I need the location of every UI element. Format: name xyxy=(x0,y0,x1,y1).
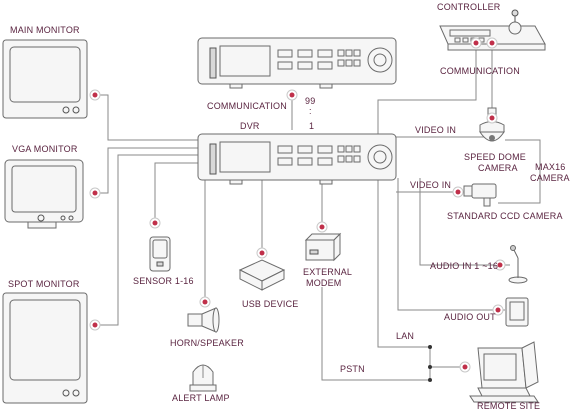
label-spot-monitor: SPOT MONITOR xyxy=(8,279,80,289)
connector-horn xyxy=(199,296,211,308)
label-vga-monitor: VGA MONITOR xyxy=(12,144,78,154)
label-usb-device: USB DEVICE xyxy=(242,299,299,309)
dvr-top-icon xyxy=(197,37,397,89)
connector-dots xyxy=(89,37,506,373)
microphone-icon xyxy=(508,245,528,284)
label-lan: LAN xyxy=(396,331,414,341)
junction-dots xyxy=(428,345,432,382)
label-communication-dvr: COMMUNICATION xyxy=(207,101,287,111)
connector-usb xyxy=(256,247,268,259)
controller-icon xyxy=(439,9,546,51)
label-horn-speaker: HORN/SPEAKER xyxy=(170,338,244,348)
label-max16-2: CAMERA xyxy=(530,173,570,183)
speaker-icon xyxy=(505,297,529,327)
sensor-icon xyxy=(149,236,171,272)
label-sensor: SENSOR 1-16 xyxy=(133,276,194,286)
label-controller: CONTROLLER xyxy=(437,2,501,12)
label-external-2: MODEM xyxy=(306,278,342,288)
connector-audio-out xyxy=(492,304,504,316)
horn-speaker-icon xyxy=(187,307,220,333)
alert-lamp-icon xyxy=(189,364,217,392)
external-modem-icon xyxy=(304,232,342,262)
label-count-1: 1 xyxy=(309,121,314,131)
connector-audio-in xyxy=(494,259,506,271)
connector-main-monitor xyxy=(89,89,101,101)
label-speed-dome-1: SPEED DOME xyxy=(464,152,526,162)
usb-device-icon xyxy=(238,259,286,291)
label-dvr: DVR xyxy=(240,121,260,131)
speed-dome-camera-icon xyxy=(479,107,505,142)
dvr-main-icon xyxy=(197,133,397,185)
connector-controller-2 xyxy=(486,37,498,49)
connector-remote-site xyxy=(459,361,471,373)
label-video-in-2: VIDEO IN xyxy=(410,180,451,190)
connector-sensor xyxy=(149,217,161,229)
label-external-1: EXTERNAL xyxy=(303,267,352,277)
spot-monitor-icon xyxy=(2,292,88,404)
connector-vga-monitor xyxy=(89,187,101,199)
label-audio-in: AUDIO IN 1 ~16 xyxy=(430,261,498,271)
remote-site-computer-icon xyxy=(469,341,539,403)
label-speed-dome-2: CAMERA xyxy=(478,163,518,173)
connector-spot-monitor xyxy=(89,319,101,331)
connection-lines xyxy=(95,43,541,381)
main-monitor-icon xyxy=(2,39,88,119)
label-communication-top: COMMUNICATION xyxy=(440,66,520,76)
label-count-dots: : xyxy=(309,106,312,116)
label-count-99: 99 xyxy=(305,96,315,106)
label-alert-lamp: ALERT LAMP xyxy=(172,393,230,403)
connector-dome xyxy=(486,112,498,124)
connector-communication xyxy=(286,89,298,101)
connector-controller xyxy=(470,37,482,49)
connector-modem xyxy=(316,221,328,233)
ccd-camera-icon xyxy=(463,183,497,207)
vga-monitor-icon xyxy=(4,159,84,229)
label-video-in-1: VIDEO IN xyxy=(415,125,456,135)
label-max16-1: MAX16 xyxy=(535,162,566,172)
labels: CONTROLLER COMMUNICATION MAIN MONITOR CO… xyxy=(8,2,570,411)
label-remote-site: REMOTE SITE xyxy=(477,401,540,411)
connector-ccd xyxy=(452,186,464,198)
label-pstn: PSTN xyxy=(340,364,365,374)
label-audio-out: AUDIO OUT xyxy=(444,312,496,322)
label-standard-ccd: STANDARD CCD CAMERA xyxy=(447,211,563,221)
label-main-monitor: MAIN MONITOR xyxy=(10,25,80,35)
